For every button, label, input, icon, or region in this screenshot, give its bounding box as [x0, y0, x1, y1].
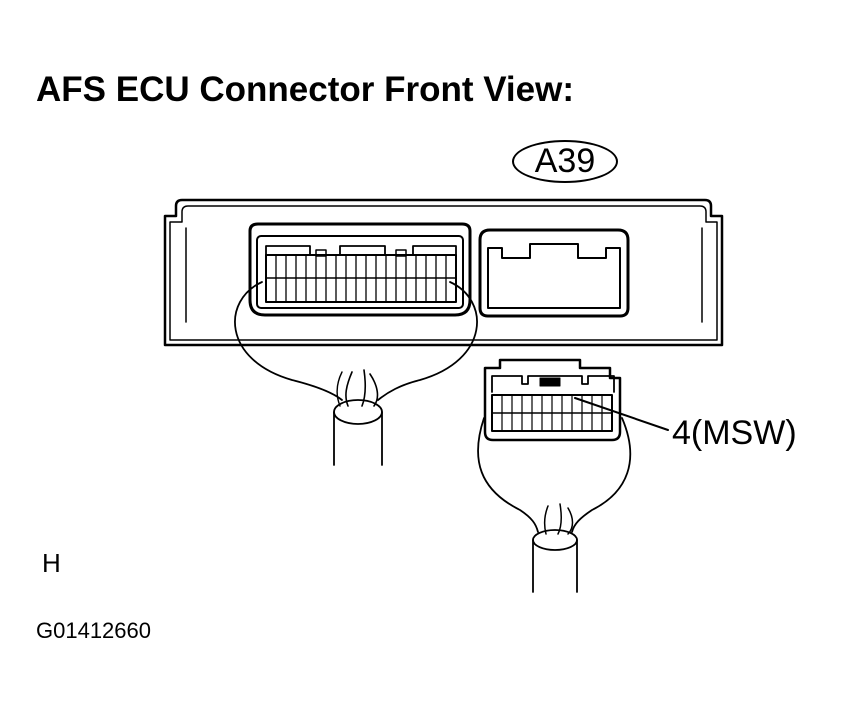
corner-mark: H	[42, 548, 61, 578]
harness-large	[234, 281, 478, 466]
ecu-housing	[163, 198, 724, 347]
harness-small	[477, 417, 632, 593]
ecu-receptacle-small	[478, 228, 630, 318]
callout-leader	[574, 397, 669, 431]
connector-id-badge: A39	[512, 140, 618, 183]
terminal-callout-label: 4(MSW)	[672, 414, 797, 452]
figure-code: G01412660	[36, 618, 151, 643]
diagram-title: AFS ECU Connector Front View:	[36, 70, 574, 109]
ecu-receptacle-large	[248, 222, 472, 317]
mating-plug	[483, 358, 622, 442]
